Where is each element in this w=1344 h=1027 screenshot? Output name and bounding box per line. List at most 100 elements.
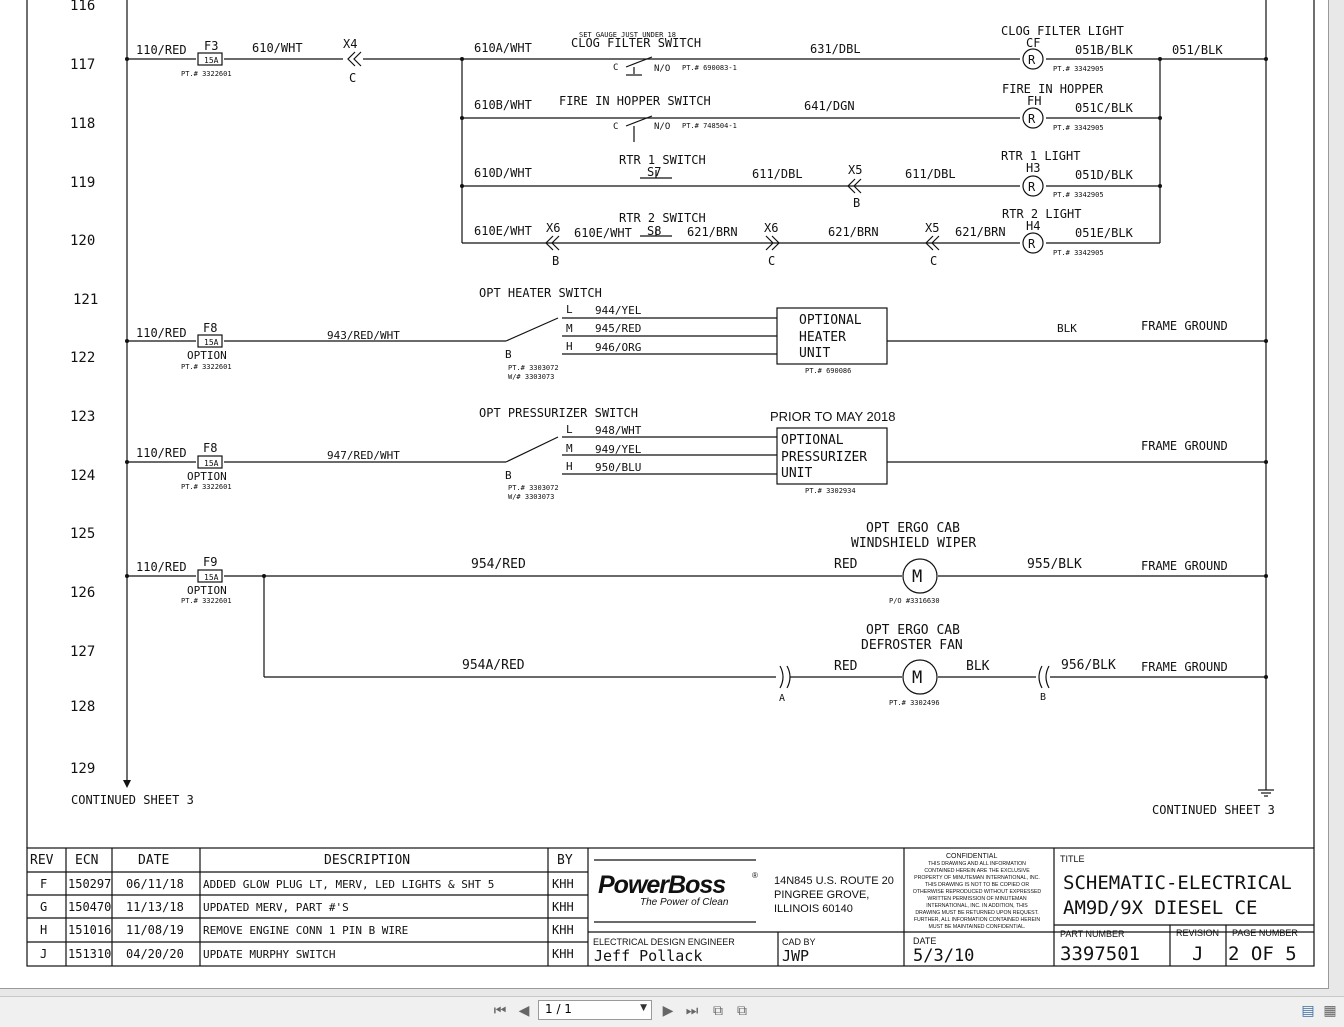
row-number: 120 [70,233,95,249]
wire-label: 954/RED [471,557,526,572]
connector-tag: X5 [848,163,862,177]
lamp-name: FIRE IN HOPPER [1002,82,1104,96]
wire-label: 110/RED [136,560,187,574]
wire-label: 946/ORG [595,341,641,354]
connector-pin: A [779,693,785,704]
circuit-117: 110/RED F3 15A PT.# 3322601 610/WHT X4 C… [136,24,1223,85]
company-address: 14N845 U.S. ROUTE 20 [774,875,894,887]
wire-label: 051/BLK [1172,43,1223,57]
previous-page-icon[interactable]: ◀ [518,1003,530,1019]
lamp-part: PT.# 3342905 [1053,249,1104,257]
lamp-symbol: R [1028,112,1036,126]
rev-cell: KHH [552,900,574,914]
unit-label: UNIT [799,346,830,361]
confidential-line: OTHERWISE REPRODUCED WITHOUT EXPRESSED [913,889,1042,895]
switch-position: H [566,460,573,473]
confidential-line: MUST BE MAINTAINED CONFIDENTIAL. [929,924,1026,930]
rev-cell: 150297 [68,877,111,891]
rev-header: DATE [138,853,169,868]
part-number-label: PART NUMBER [1060,929,1125,939]
rev-cell: H [40,923,47,937]
switch-pole: B [505,348,512,361]
lamp-tag: CF [1026,36,1040,50]
fuse-tag: F8 [203,441,217,455]
rev-cell: KHH [552,877,574,891]
switch-part: PT.# 3303072 [508,484,559,492]
wire-label: RED [834,659,858,674]
row-number: 121 [73,292,98,308]
connector-pin: B [1040,692,1046,703]
lamp-tag: H3 [1026,161,1040,175]
lamp-name: RTR 2 LIGHT [1002,207,1081,221]
wire-label: 051B/BLK [1075,43,1134,57]
switch-name: CLOG FILTER SWITCH [571,36,701,50]
switch-name: RTR 2 SWITCH [619,211,706,225]
row-numbers: 116 117 118 119 120 121 122 123 124 125 … [70,0,98,777]
rev-cell: REMOVE ENGINE CONN 1 PIN B WIRE [203,924,408,937]
wire-label: 051C/BLK [1075,101,1134,115]
switch-position: L [566,423,573,436]
revision-value: J [1192,943,1203,965]
motor-symbol: M [912,567,922,587]
row-number: 122 [70,350,95,366]
continued-right: CONTINUED SHEET 3 [1152,803,1275,817]
row-number: 116 [70,0,95,14]
wire-label: 944/YEL [595,304,642,317]
drawing-date: 5/3/10 [913,946,974,966]
fuse-part: PT.# 3322601 [181,597,232,605]
connector-tag: X6 [546,221,560,235]
row-number: 128 [70,699,95,715]
first-page-icon[interactable]: ⏮ [493,1003,507,1019]
previous-view-icon[interactable]: ⧉ [713,1003,723,1019]
circuit-title: WINDSHIELD WIPER [851,536,976,551]
motor-symbol: M [912,668,922,688]
last-page-icon[interactable]: ⏭ [685,1003,699,1019]
wire-label: 610B/WHT [474,98,532,112]
circuit-118: 610B/WHT FIRE IN HOPPER SWITCH C N/O PT.… [474,82,1134,132]
wire-label: BLK [966,659,990,674]
wire-label: 610D/WHT [474,166,532,180]
wire-label: 945/RED [595,322,641,335]
switch-position: M [566,442,573,455]
company-logo: PowerBoss [598,871,726,899]
switch-terminal: N/O [654,64,670,74]
chevron-down-icon: ▼ [640,1003,647,1013]
row-number: 117 [70,57,95,73]
fuse-tag: F9 [203,555,217,569]
switch-name: FIRE IN HOPPER SWITCH [559,94,711,108]
continuous-view-icon[interactable]: ▦ [1323,1003,1337,1019]
page-number: 2 OF 5 [1228,943,1297,965]
lamp-part: PT.# 3342905 [1053,124,1104,132]
single-page-view-icon[interactable]: ▤ [1301,1003,1315,1019]
rev-cell: UPDATED MERV, PART #'S [203,901,349,914]
confidential-line: THIS DRAWING IS NOT TO BE COPIED OR [925,882,1029,888]
rev-cell: J [40,947,47,961]
wire-label: 611/DBL [752,167,803,181]
row-number: 118 [70,116,95,132]
wire-label: 948/WHT [595,424,642,437]
fuse-tag: F8 [203,321,217,335]
unit-label: PRESSURIZER [781,450,867,465]
page-number-label: PAGE NUMBER [1232,928,1298,938]
unit-part: PT.# 3302934 [805,487,856,495]
drawing-title: SCHEMATIC-ELECTRICAL [1063,872,1292,894]
wire-label: 610E/WHT [574,226,632,240]
next-page-icon[interactable]: ▶ [662,1003,674,1019]
wire-label: 110/RED [136,43,187,57]
wire-label: 610A/WHT [474,41,532,55]
wire-label: 621/BRN [955,225,1006,239]
wire-label: 954A/RED [462,658,525,673]
next-view-icon[interactable]: ⧉ [737,1003,747,1019]
wire-label: 949/YEL [595,443,642,456]
rev-cell: ADDED GLOW PLUG LT, MERV, LED LIGHTS & S… [203,878,494,891]
switch-terminal: N/O [654,122,670,132]
circuit-title: OPT PRESSURIZER SWITCH [479,406,638,420]
row-number: 124 [70,468,95,484]
page-select[interactable]: 1 / 1 ▼ [538,1000,652,1020]
confidential-notice: THIS DRAWING AND ALL INFORMATION CONTAIN… [913,861,1042,930]
switch-note: SET GAUGE JUST UNDER 18 [579,31,676,39]
confidential-line: CONTAINED HEREIN ARE THE EXCLUSIVE [924,868,1030,874]
circuit-title: OPT ERGO CAB [866,521,960,536]
schematic-drawing: 116 117 118 119 120 121 122 123 124 125 … [26,0,1315,967]
wire-label: 621/BRN [828,225,879,239]
